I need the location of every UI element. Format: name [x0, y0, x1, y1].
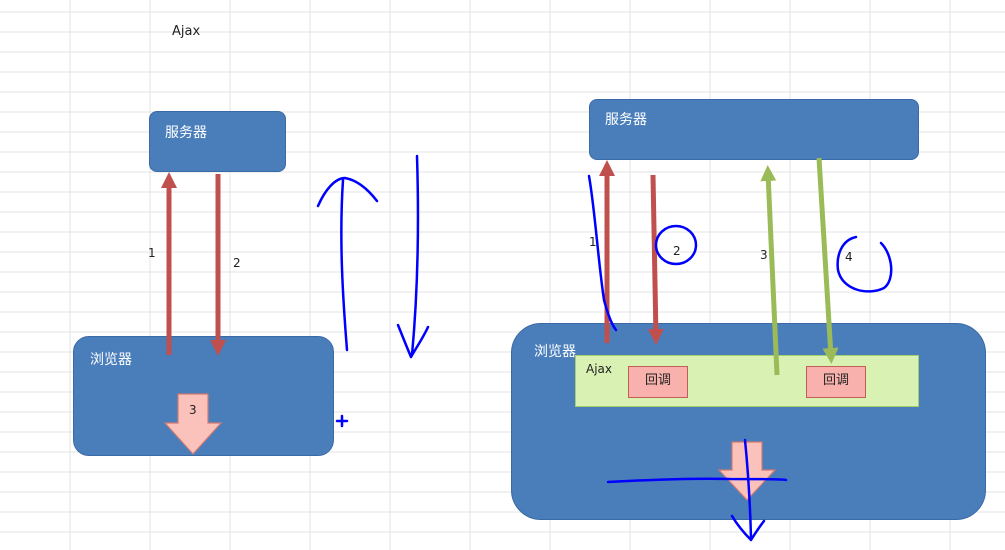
hand-drawn-vertical-arrow [730, 438, 766, 542]
right-response-arrow-2 [647, 174, 664, 345]
left-server-label: 服务器 [165, 125, 207, 141]
right-server-label: 服务器 [605, 112, 647, 128]
page-title: Ajax [172, 24, 201, 39]
hand-drawn-down-arrow [396, 154, 430, 359]
hand-drawn-plus-mark [335, 414, 349, 428]
callback-box-2: 回调 [806, 366, 866, 398]
right-response-arrow-4 [816, 157, 839, 364]
ajax-label: Ajax [586, 362, 612, 376]
right-step-1: 1 [589, 235, 597, 249]
right-step-2: 2 [673, 244, 681, 258]
right-step-3: 3 [760, 248, 768, 262]
callback-box-1: 回调 [628, 366, 688, 398]
left-step-1: 1 [148, 246, 156, 260]
left-step-3: 3 [189, 403, 197, 417]
right-request-arrow-3 [760, 165, 780, 376]
hand-drawn-circle-2 [654, 224, 698, 266]
right-server-box: 服务器 [589, 99, 919, 160]
left-render-arrow [163, 393, 223, 455]
hand-drawn-circle-4 [836, 235, 893, 293]
hand-drawn-horizontal-line [606, 477, 788, 484]
left-step-2: 2 [233, 256, 241, 270]
right-browser-label: 浏览器 [534, 344, 576, 360]
right-step-4: 4 [845, 250, 853, 264]
left-browser-label: 浏览器 [90, 352, 132, 368]
left-server-box: 服务器 [149, 111, 286, 172]
hand-drawn-up-arrow [316, 176, 379, 352]
hand-drawn-stroke-right-1 [587, 174, 618, 332]
